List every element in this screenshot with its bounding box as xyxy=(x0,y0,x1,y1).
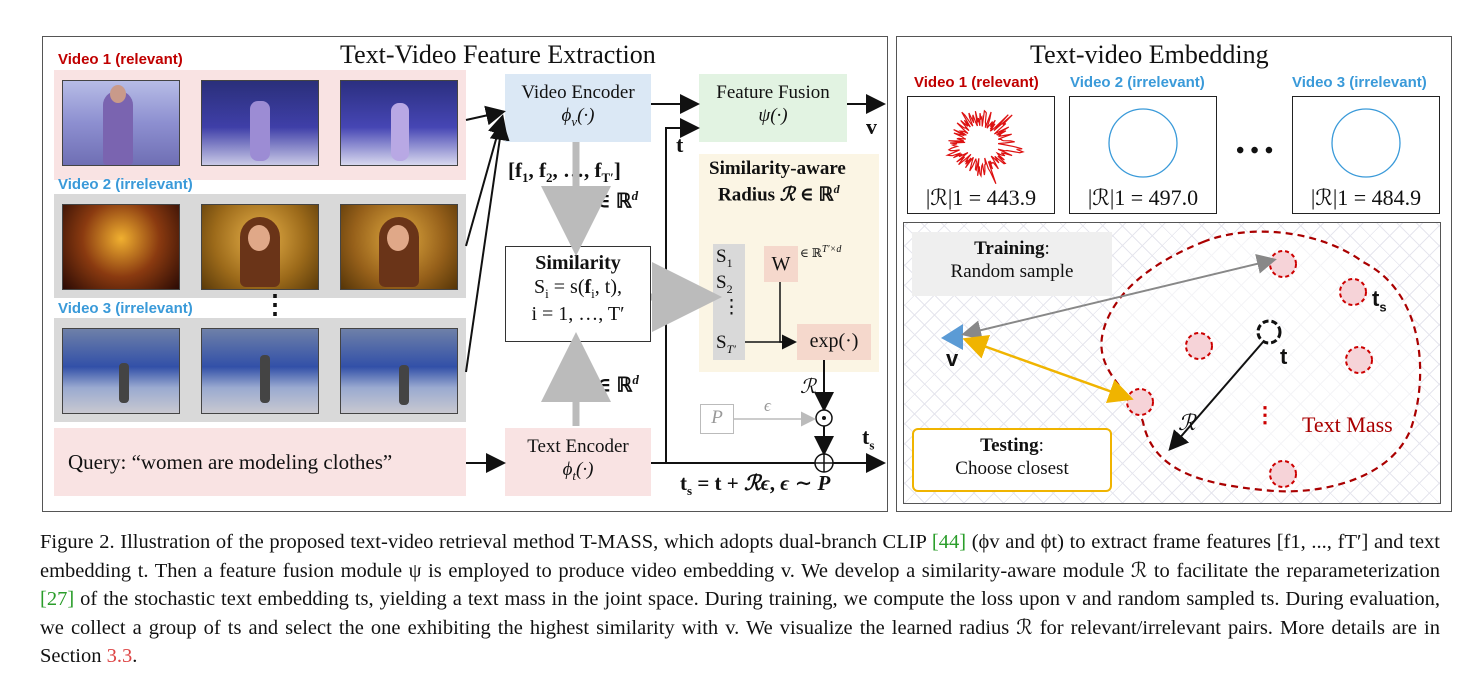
ts-label: ts xyxy=(862,424,875,453)
embed-r-label: ℛ xyxy=(1178,410,1196,435)
video1-label: Video 1 (relevant) xyxy=(58,51,183,68)
sample-1 xyxy=(1269,250,1297,278)
s-item-dots: ⋮ xyxy=(722,297,741,318)
video3-frame-2 xyxy=(201,328,319,414)
embed-vdots: ⋮ xyxy=(1254,402,1276,427)
w-box: W xyxy=(764,246,798,282)
exp-box: exp(·) xyxy=(797,324,871,360)
v-label: v xyxy=(866,114,877,139)
s-item-1: S1 xyxy=(716,246,733,270)
text-encoder-title: Text Encoder xyxy=(527,436,629,457)
radius-plot-3: |ℛ|1 = 484.9 xyxy=(1292,96,1440,214)
text-mass-label: Text Mass xyxy=(1302,412,1393,437)
sample-5 xyxy=(1126,388,1154,416)
more-videos-dots: • • • xyxy=(1236,138,1274,164)
s-item-last: ST′ xyxy=(716,332,736,356)
sample-2 xyxy=(1339,278,1367,306)
training-title: Training: xyxy=(974,238,1050,259)
feature-fusion-box: Feature Fusion ψ(·) xyxy=(699,74,847,142)
video1-frame-3 xyxy=(340,80,458,166)
feature-fusion-title: Feature Fusion xyxy=(716,82,830,103)
similarity-line2: i = 1, …, T′ xyxy=(531,302,625,325)
testing-subtitle: Choose closest xyxy=(955,457,1069,479)
video3-frame-3 xyxy=(340,328,458,414)
video-embedding-point xyxy=(941,324,963,350)
radius-value-2: |ℛ|1 = 497.0 xyxy=(1087,185,1199,210)
ts-equation: ts = t + ℛϵ, ϵ ∼ P xyxy=(680,471,831,499)
radius-shape-1 xyxy=(945,109,1025,185)
r-label: ℛ xyxy=(800,376,816,398)
radius-value-3: |ℛ|1 = 484.9 xyxy=(1310,185,1422,210)
embed-video1-label: Video 1 (relevant) xyxy=(914,74,1039,91)
training-subtitle: Random sample xyxy=(950,260,1074,282)
video2-frame-2 xyxy=(201,204,319,290)
w-superscript: ∈ ℝT′×d xyxy=(800,244,842,260)
p-box: P xyxy=(700,404,734,434)
radius-title-2: Radius ℛ ∈ ℝd xyxy=(718,182,840,206)
text-encoder-box: Text Encoder ϕt(·) xyxy=(505,428,651,496)
video-encoder-title: Video Encoder xyxy=(521,82,635,103)
t-label: t xyxy=(676,132,684,157)
embedding-diagram xyxy=(941,230,1422,493)
embed-v-label: v xyxy=(946,346,959,371)
embed-video3-label: Video 3 (irrelevant) xyxy=(1292,74,1427,91)
text-encoder-symbol: ϕt(·) xyxy=(562,458,594,483)
testing-box: Testing: Choose closest xyxy=(912,428,1112,492)
video3-frame-1 xyxy=(62,328,180,414)
embed-video2-label: Video 2 (irrelevant) xyxy=(1070,74,1205,91)
feature-extraction-title: Text-Video Feature Extraction xyxy=(340,40,656,69)
embed-t-label: t xyxy=(1280,344,1288,369)
sample-6 xyxy=(1269,460,1297,488)
video-encoder-symbol: ϕv(·) xyxy=(561,104,595,129)
sample-3 xyxy=(1185,332,1213,360)
video2-label: Video 2 (irrelevant) xyxy=(58,176,193,193)
similarity-line1: Si = s(fi, t), xyxy=(534,276,622,301)
radius-title-1: Similarity-aware xyxy=(709,158,846,179)
video-ellipsis: ⋮ xyxy=(262,290,288,319)
text-embedding-point xyxy=(1256,319,1282,345)
embed-ts-label: ts xyxy=(1372,286,1387,315)
radius-plot-1: |ℛ|1 = 443.9 xyxy=(907,96,1055,214)
video-encoder-box: Video Encoder ϕv(·) xyxy=(505,74,651,142)
radius-shape-2 xyxy=(1108,108,1178,178)
video3-label: Video 3 (irrelevant) xyxy=(58,300,193,317)
query-text: Query: “women are modeling clothes” xyxy=(68,450,393,474)
video2-frame-3 xyxy=(340,204,458,290)
figure-caption: Figure 2. Illustration of the proposed t… xyxy=(40,531,1440,667)
epsilon-label: ϵ xyxy=(764,396,771,415)
radius-plot-2: |ℛ|1 = 497.0 xyxy=(1069,96,1217,214)
feature-fusion-symbol: ψ(·) xyxy=(758,104,788,126)
radius-value-1: |ℛ|1 = 443.9 xyxy=(925,185,1037,210)
video1-frame-1 xyxy=(62,80,180,166)
query-box xyxy=(54,428,466,496)
sample-4 xyxy=(1345,346,1373,374)
video1-frame-2 xyxy=(201,80,319,166)
testing-title: Testing: xyxy=(980,435,1044,456)
radius-shape-3 xyxy=(1331,108,1401,178)
video2-frame-1 xyxy=(62,204,180,290)
similarity-title: Similarity xyxy=(535,252,621,274)
training-box: Training: Random sample xyxy=(912,232,1112,296)
embedding-title: Text-video Embedding xyxy=(1030,40,1269,69)
